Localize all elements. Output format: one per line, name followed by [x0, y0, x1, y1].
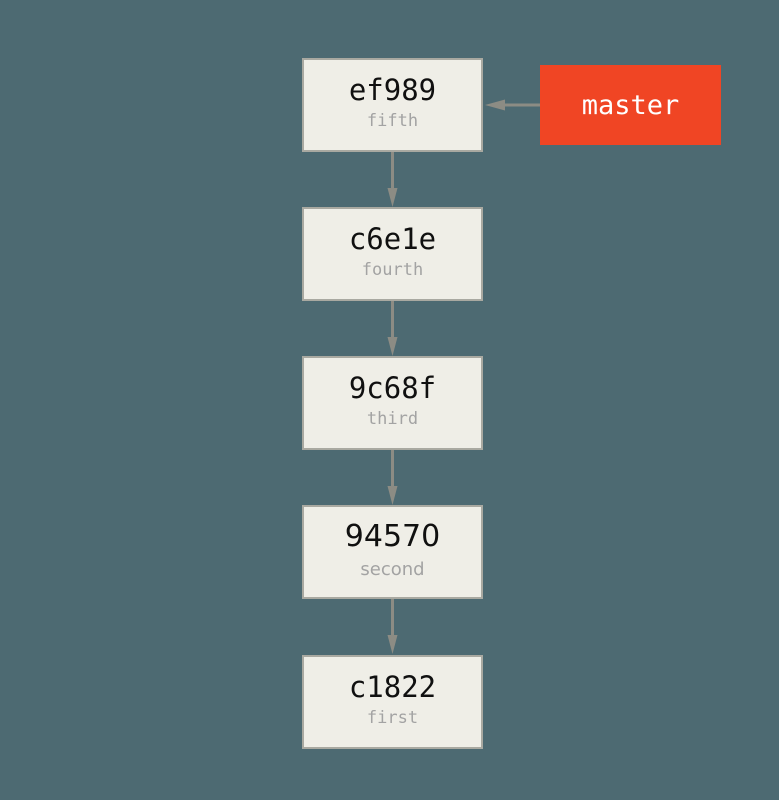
edge-ef989-to-c6e1e	[387, 152, 398, 207]
commit-node-c6e1e[interactable]: c6e1e fourth	[302, 207, 483, 301]
commit-message: first	[366, 708, 419, 729]
edge-9c68f-to-94570	[387, 450, 398, 505]
edge-master-to-ef989	[483, 99, 541, 111]
commit-message: fourth	[361, 260, 424, 281]
edge-94570-to-c1822	[387, 599, 398, 654]
commit-sha: ef989	[348, 73, 437, 108]
commit-message: third	[366, 409, 419, 430]
branch-label-master[interactable]: master	[540, 65, 721, 145]
commit-node-9c68f[interactable]: 9c68f third	[302, 356, 483, 450]
commit-node-c1822[interactable]: c1822 first	[302, 655, 483, 749]
commit-node-94570[interactable]: 94570 second	[302, 505, 483, 599]
commit-sha: c1822	[348, 670, 437, 705]
commit-node-ef989[interactable]: ef989 fifth	[302, 58, 483, 152]
edge-c6e1e-to-9c68f	[387, 301, 398, 356]
commit-message: fifth	[366, 111, 419, 132]
commit-message: second	[360, 559, 425, 581]
commit-sha: 9c68f	[348, 371, 437, 406]
commit-sha: c6e1e	[348, 222, 437, 257]
branch-label-text: master	[581, 89, 680, 121]
commit-sha: 94570	[344, 518, 441, 554]
